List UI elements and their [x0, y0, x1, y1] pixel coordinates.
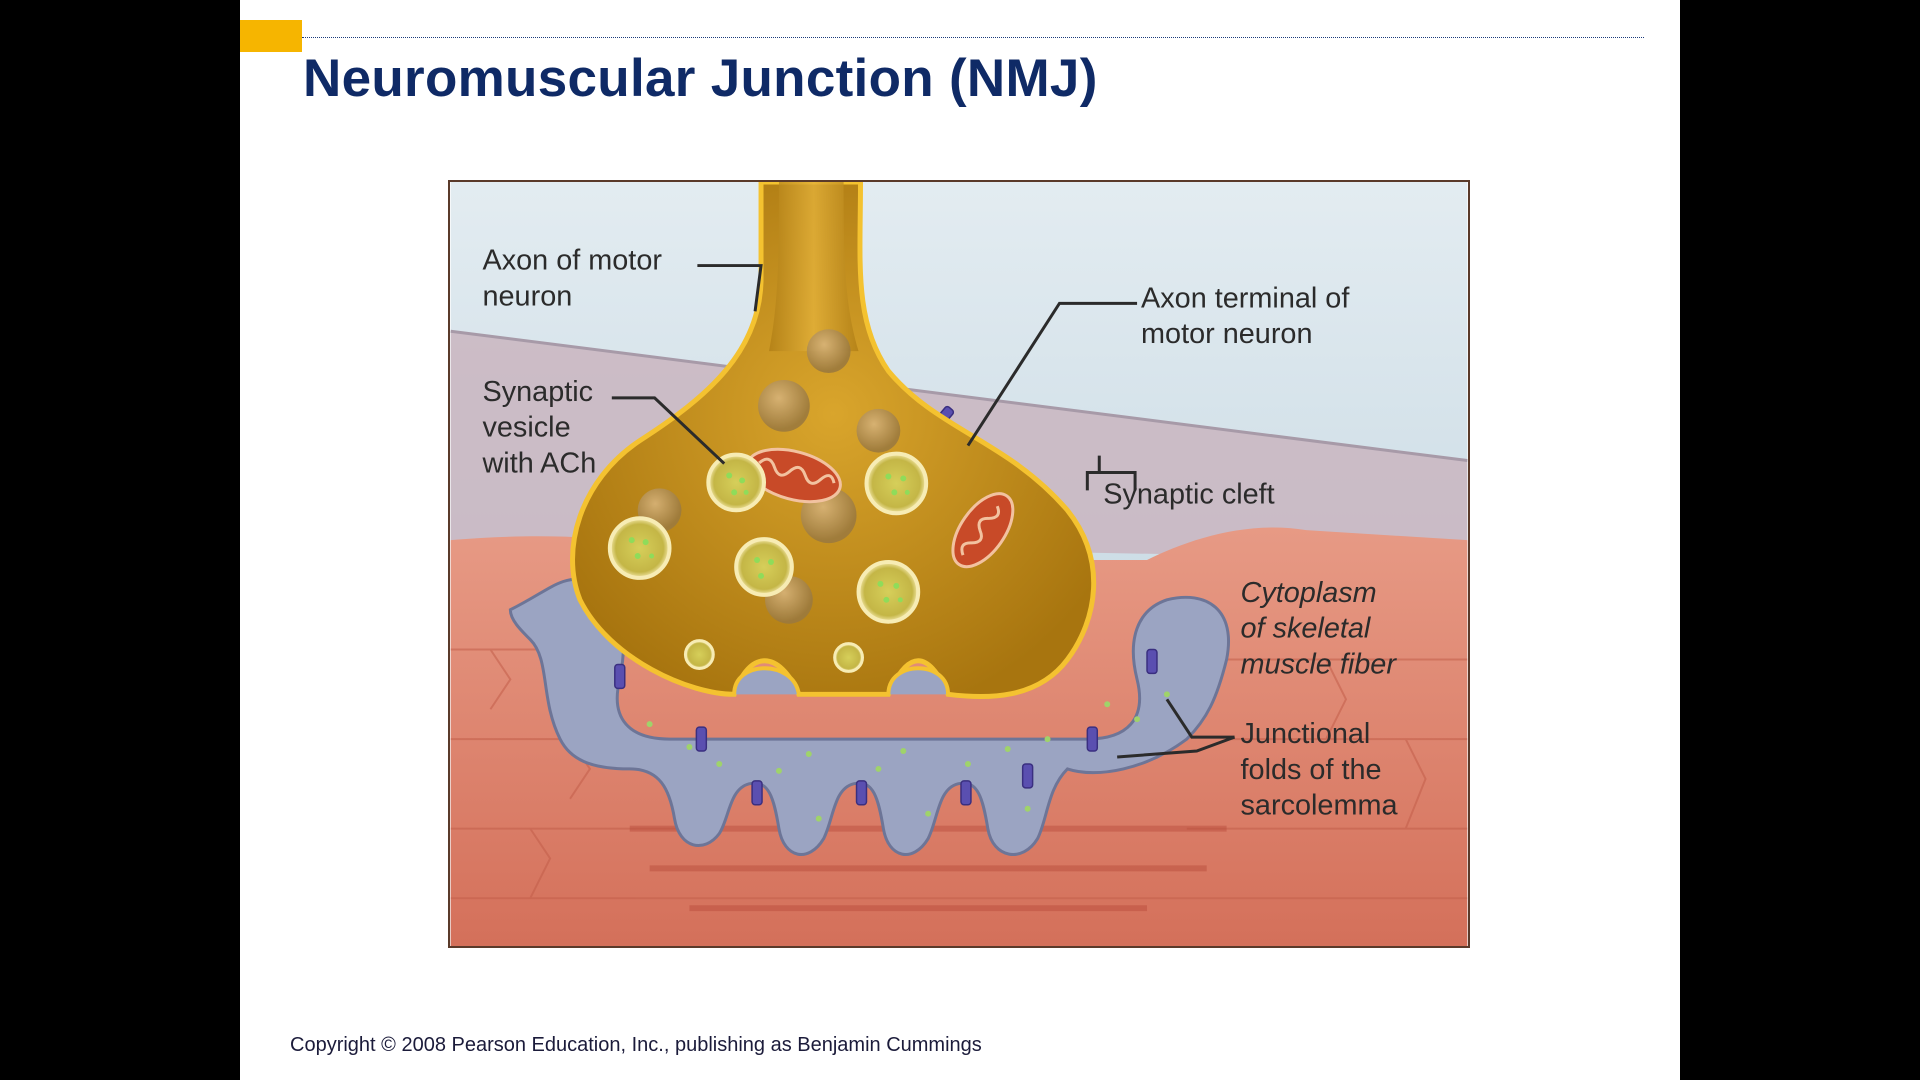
label-leader-lines — [611, 264, 1236, 759]
title-rule — [302, 37, 1644, 38]
slide: Neuromuscular Junction (NMJ) — [240, 0, 1680, 1080]
label-cytoplasm-line3: muscle fiber — [1241, 648, 1398, 680]
label-junctional-folds-line2: folds of the — [1241, 754, 1382, 786]
label-junctional-folds-line1: Junctional — [1241, 718, 1371, 750]
nmj-illustration: Axon of motor neuron Axon terminal of mo… — [448, 180, 1470, 948]
label-axon-terminal-line2: motor neuron — [1141, 318, 1312, 350]
acetylcholine-molecules — [646, 691, 1170, 822]
exocytosis-pockets — [732, 666, 951, 695]
mitochondria — [745, 447, 1015, 569]
label-synaptic-cleft: Synaptic cleft — [1103, 478, 1274, 510]
label-synaptic-vesicle-line3: with ACh — [481, 447, 596, 479]
label-axon-terminal-line1: Axon terminal of — [1141, 282, 1350, 314]
vesicle-ach-dots — [628, 472, 910, 603]
slide-title: Neuromuscular Junction (NMJ) — [303, 49, 1098, 108]
label-synaptic-vesicle-line1: Synaptic — [482, 376, 593, 408]
synaptic-vesicles — [607, 451, 929, 673]
label-axon-of-motor-neuron-line2: neuron — [482, 280, 572, 312]
label-cytoplasm-line2: of skeletal — [1241, 613, 1372, 645]
copyright-notice: Copyright © 2008 Pearson Education, Inc.… — [290, 1034, 982, 1056]
label-junctional-folds-line3: sarcolemma — [1241, 790, 1399, 822]
axon-terminal — [570, 182, 1097, 700]
label-axon-of-motor-neuron-line1: Axon of motor — [482, 245, 662, 277]
title-accent-bar — [240, 20, 302, 52]
nmj-diagram: Axon of motor neuron Axon terminal of mo… — [450, 182, 1468, 946]
label-cytoplasm-line1: Cytoplasm — [1241, 577, 1377, 609]
label-synaptic-vesicle-line2: vesicle — [482, 412, 570, 444]
motor-neuron-axon — [768, 182, 859, 352]
